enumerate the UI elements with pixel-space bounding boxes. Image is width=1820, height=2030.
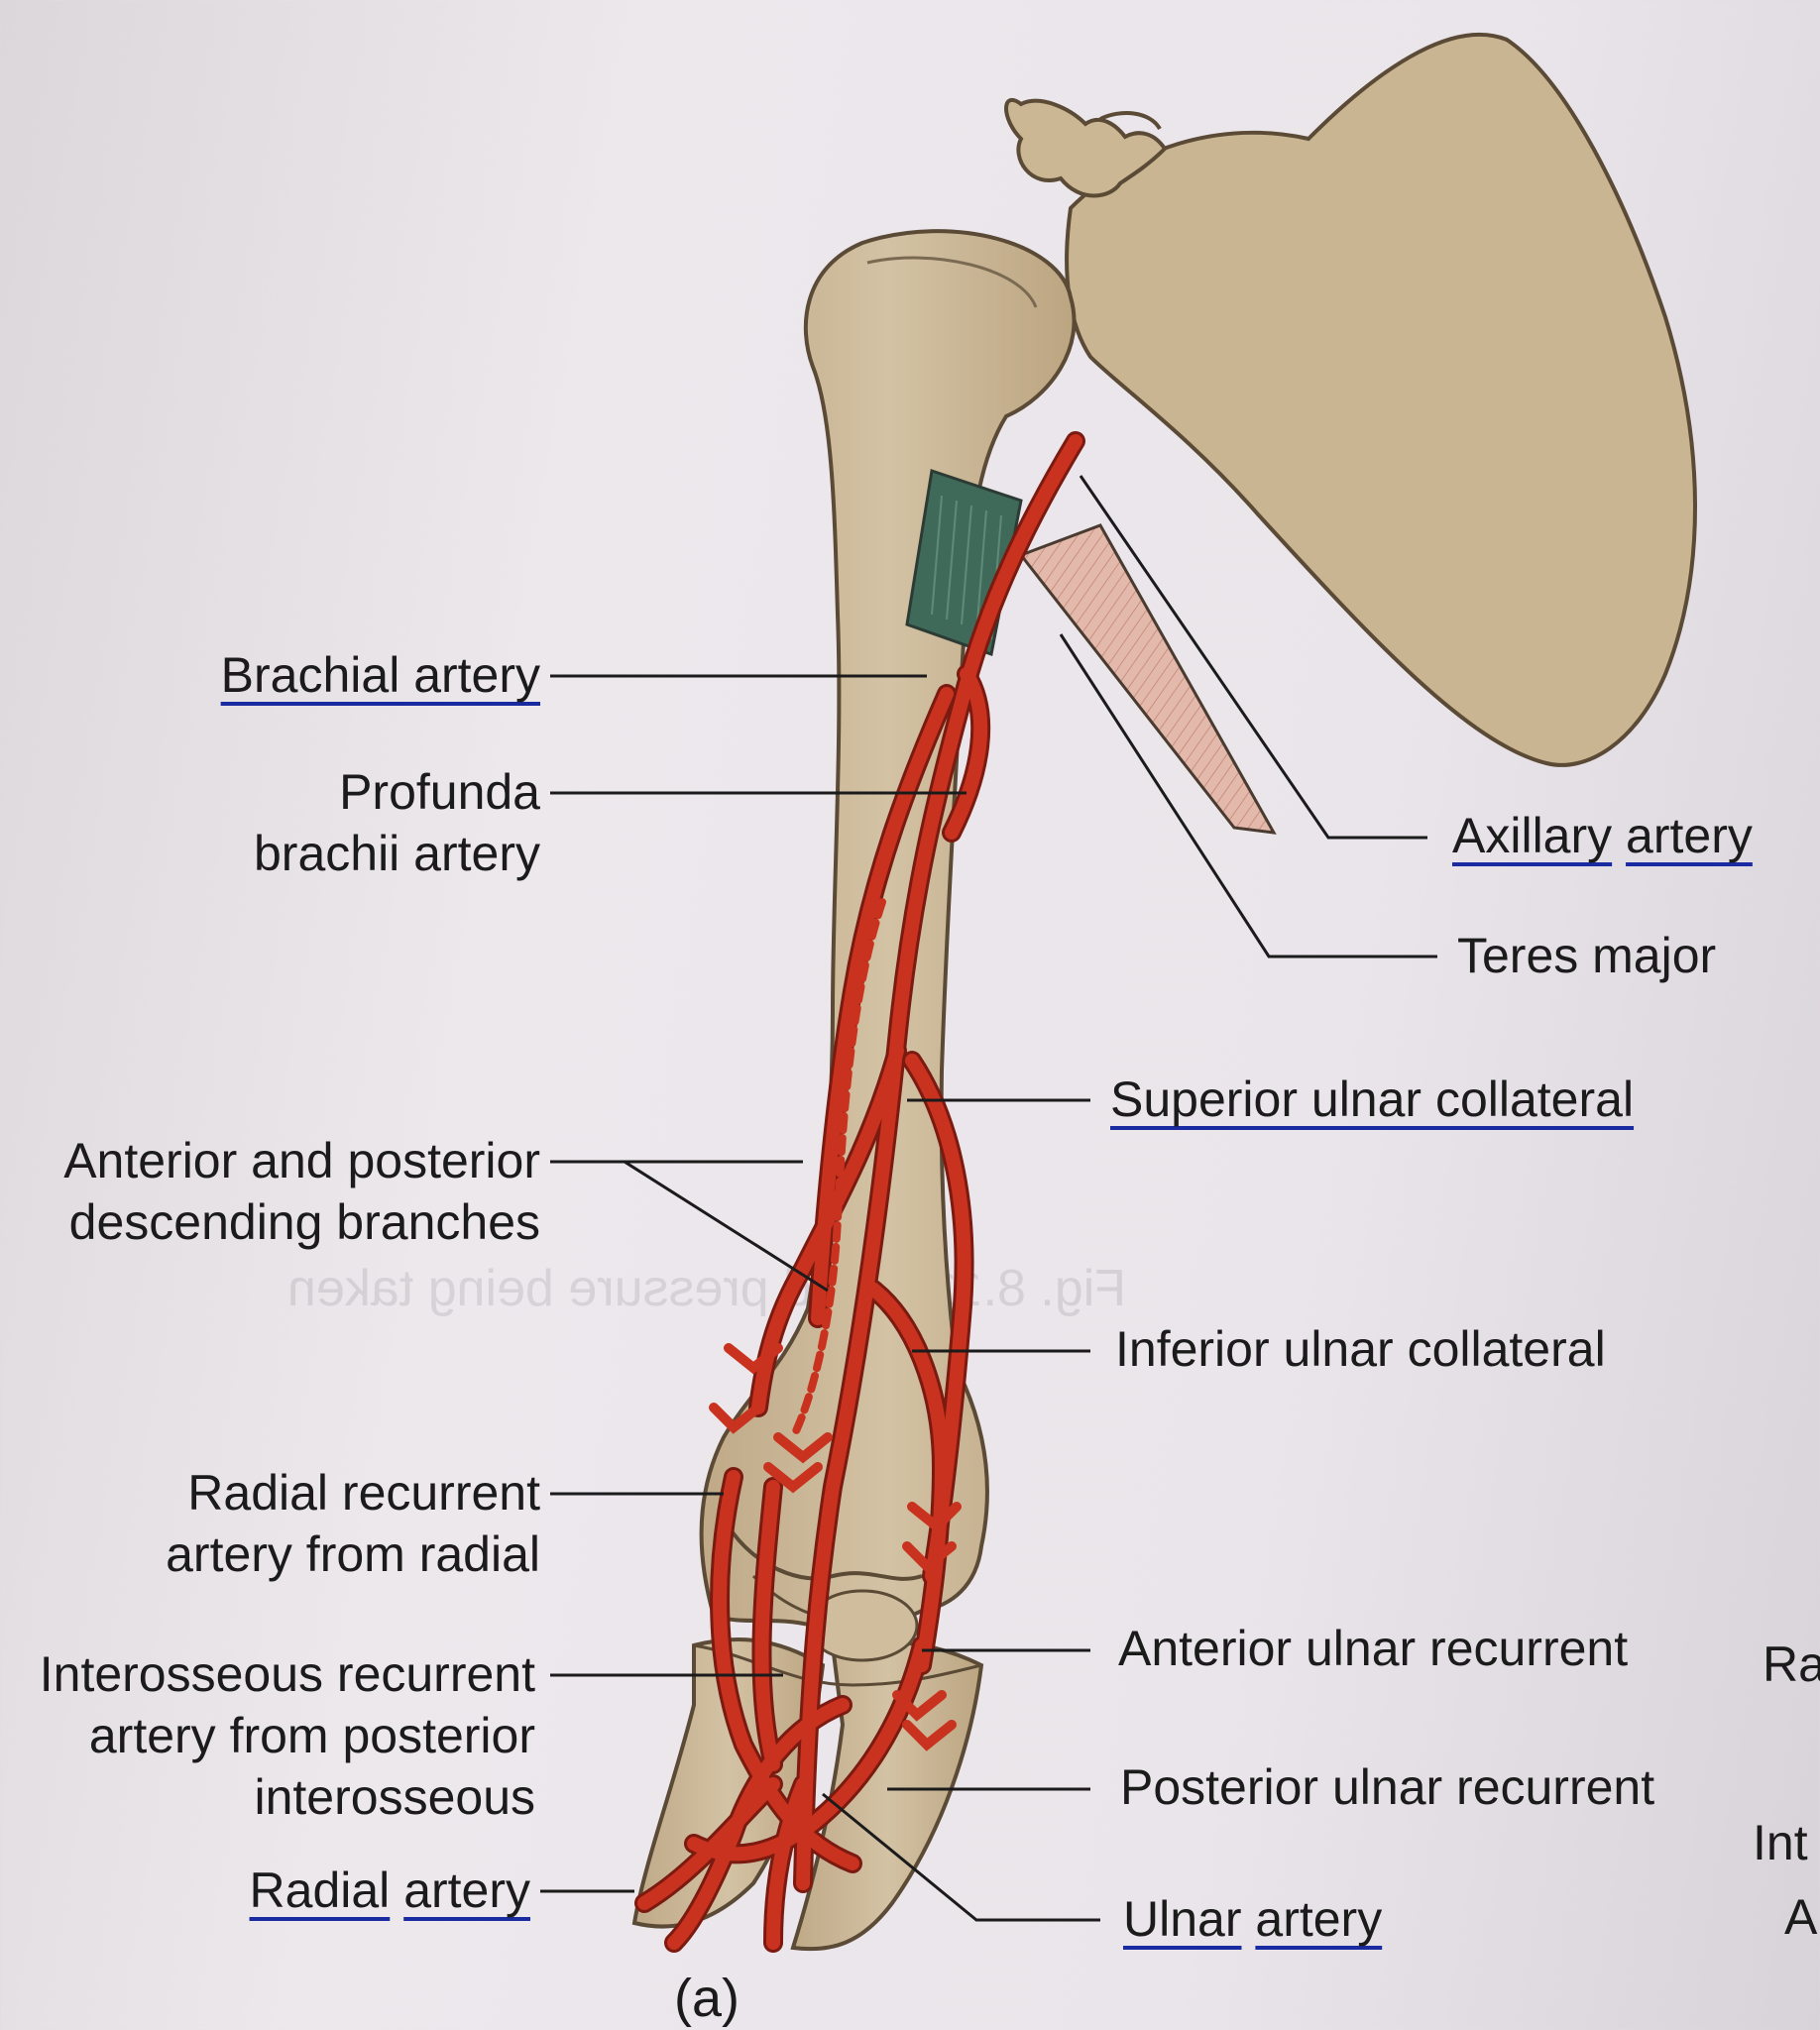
label-teres-major: Teres major (1457, 928, 1717, 983)
label-inferior-ulnar-collateral: Inferior ulnar collateral (1115, 1321, 1606, 1377)
edge-fragment-a: A (1784, 1889, 1818, 1945)
label-radial-artery: Radial artery (249, 1862, 530, 1918)
label-profunda-brachii: Profunda brachii artery (254, 764, 540, 881)
label-axillary-artery: Axillary artery (1452, 808, 1753, 863)
label-interosseous-recurrent: Interosseous recurrent artery from poste… (39, 1646, 535, 1825)
leader-lines (540, 475, 1437, 1922)
arterial-tree (634, 431, 1085, 1953)
edge-fragment-ra: Ra (1763, 1636, 1820, 1692)
label-brachial-artery: Brachial artery (220, 647, 540, 703)
label-radial-recurrent: Radial recurrent artery from radial (166, 1465, 540, 1582)
label-superior-ulnar-collateral: Superior ulnar collateral (1110, 1071, 1635, 1127)
humerus (699, 229, 1077, 1633)
teres-major-muscle (1018, 523, 1277, 835)
label-descending-branches: Anterior and posterior descending branch… (63, 1133, 540, 1250)
label-anterior-ulnar-recurrent: Anterior ulnar recurrent (1118, 1621, 1629, 1676)
scapula (1004, 32, 1697, 767)
edge-fragment-int: Int (1753, 1815, 1808, 1870)
label-posterior-ulnar-recurrent: Posterior ulnar recurrent (1120, 1759, 1655, 1815)
figure-caption: (a) (674, 1969, 739, 2028)
label-ulnar-artery: Ulnar artery (1123, 1891, 1383, 1947)
